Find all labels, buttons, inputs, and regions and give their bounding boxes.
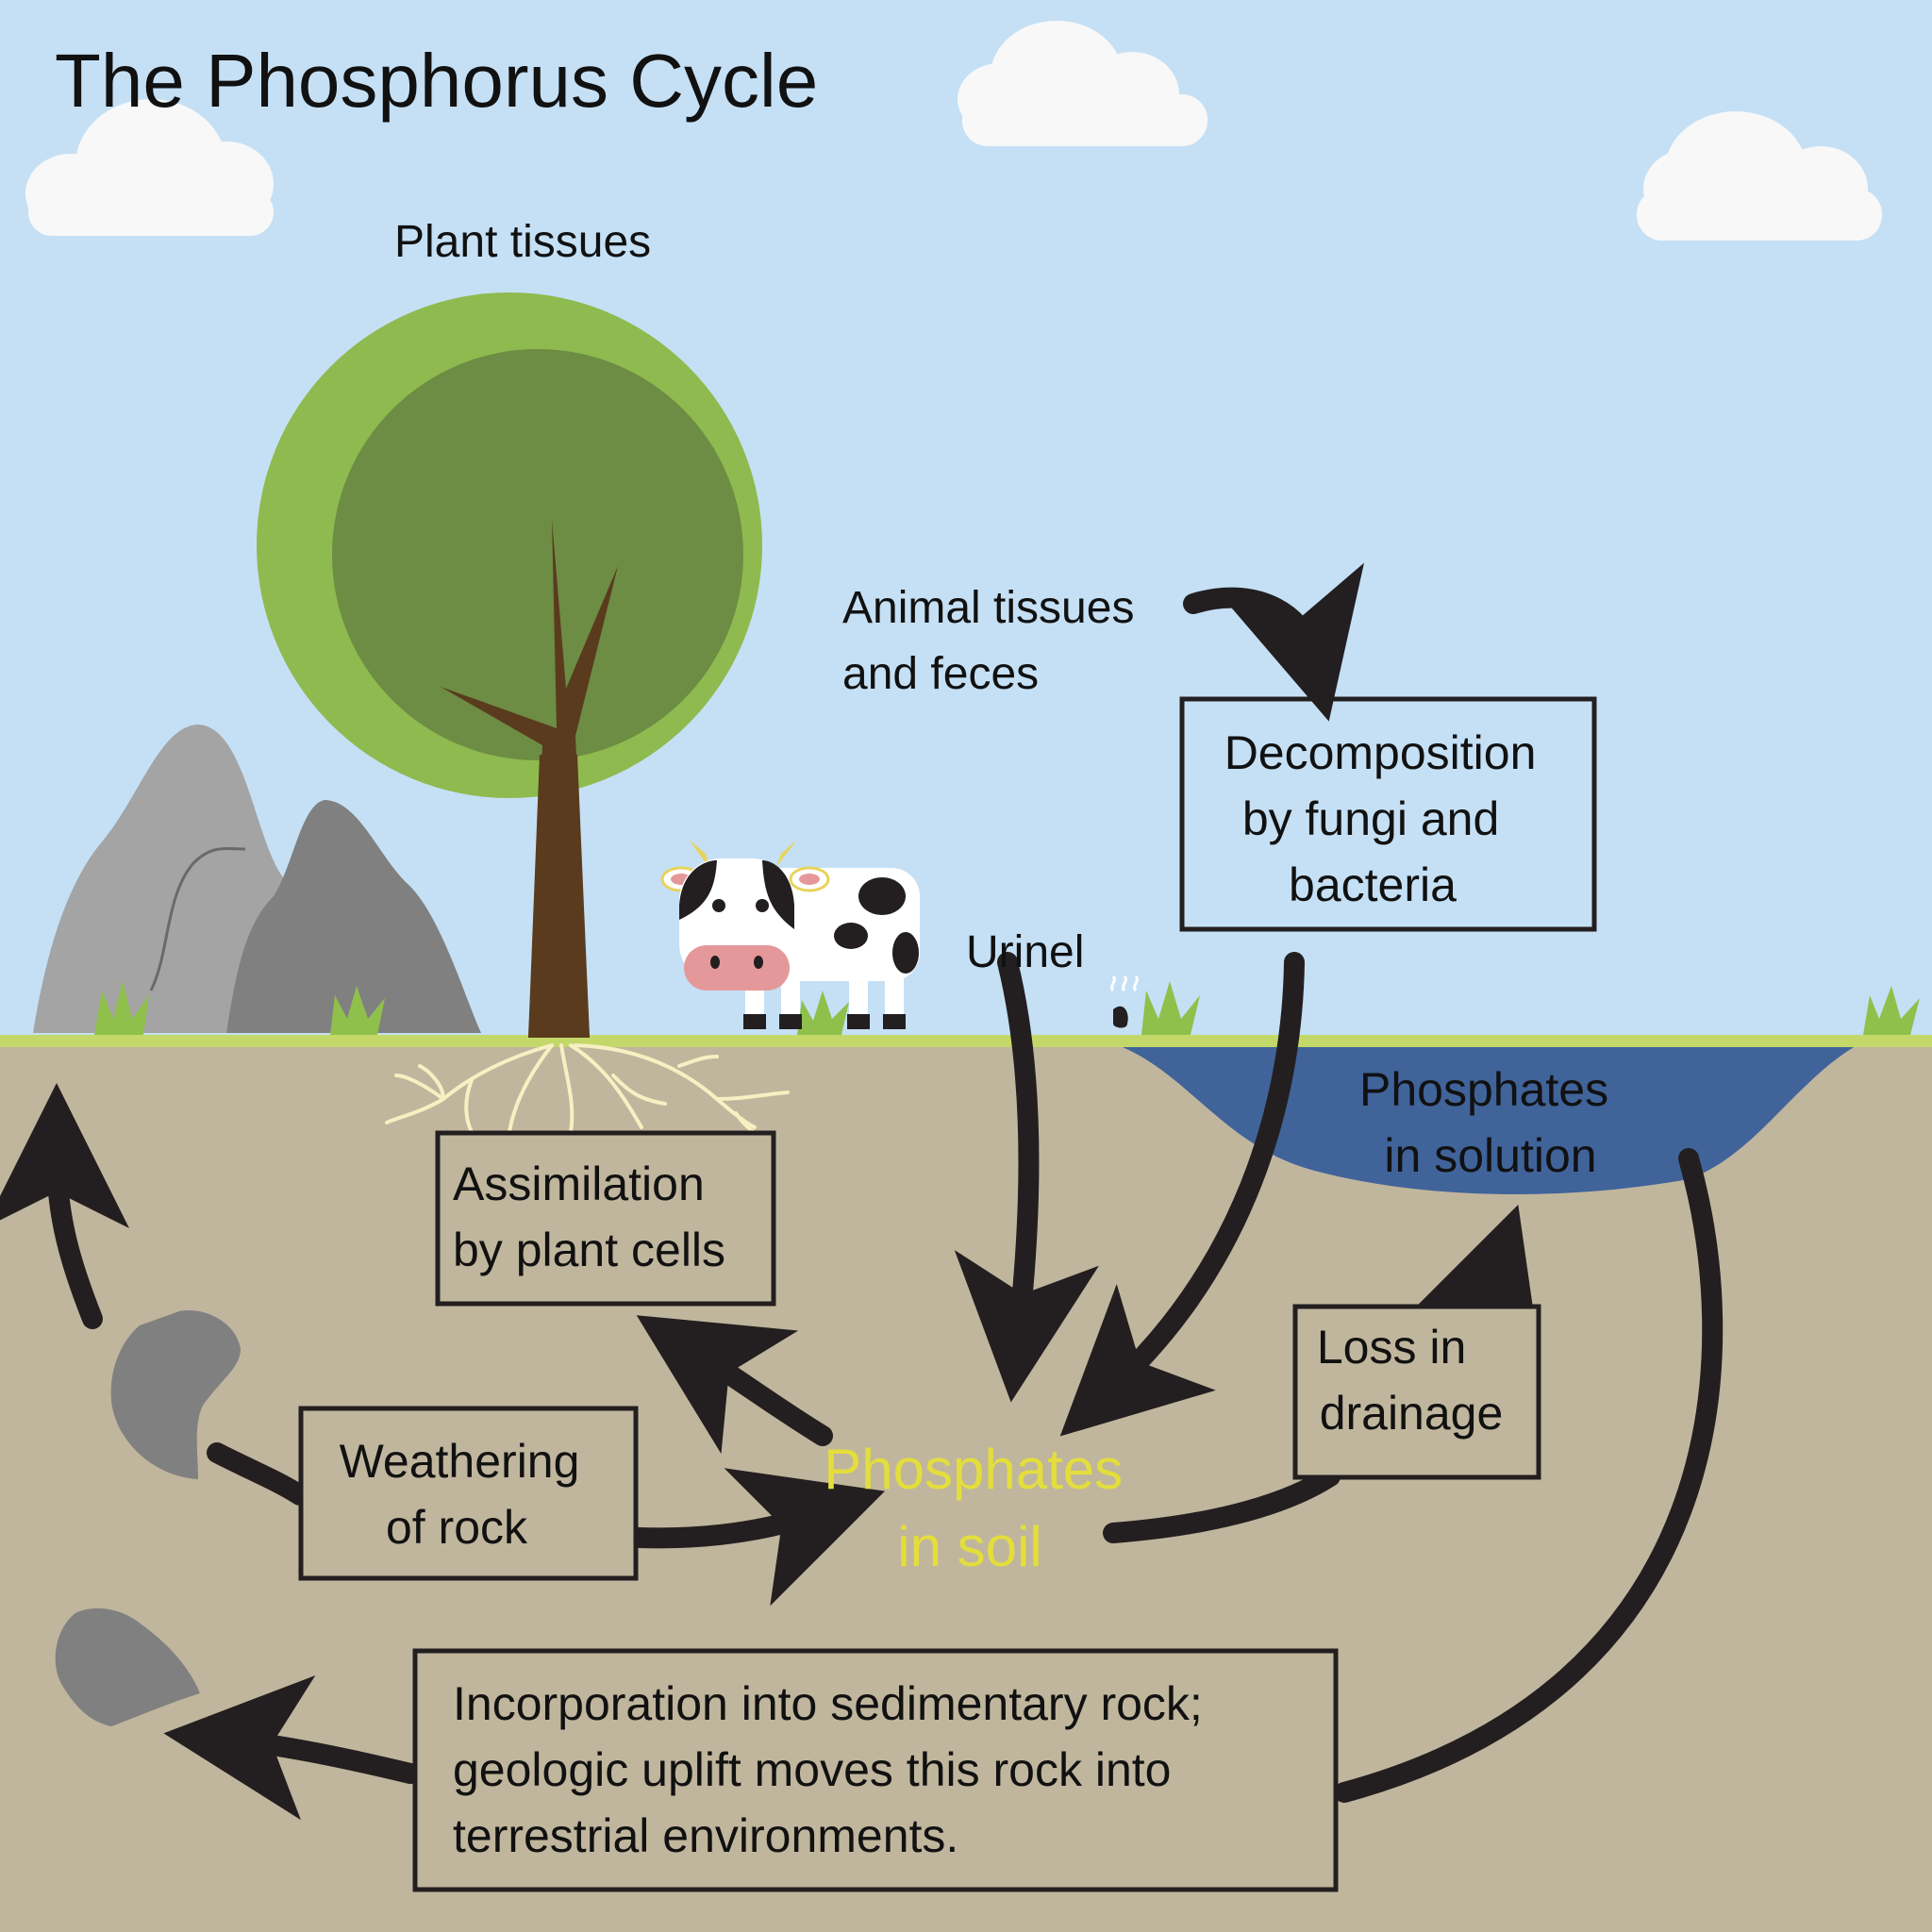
loss-text: Loss in drainage <box>1317 1321 1503 1440</box>
incorporation-box <box>412 1648 1339 1892</box>
cloud-right <box>1637 111 1882 241</box>
label-animal-feces: and feces <box>842 649 1039 699</box>
feces-illustration <box>1110 974 1139 1028</box>
label-urine: Urinel <box>966 927 1084 977</box>
tree-canopy-inner <box>332 349 743 760</box>
cow-illustration <box>660 840 920 1029</box>
rock-upper <box>110 1310 241 1479</box>
arrow-loss-to-solution-head <box>1403 1204 1541 1366</box>
tree-trunk-base <box>528 755 590 1038</box>
arrow-incorporation-to-rock <box>163 1675 421 1821</box>
arrow-soil-to-loss <box>1103 1466 1341 1543</box>
phosphates-solution-text: Phosphates in solution <box>1359 1063 1622 1182</box>
incorporation-text: Incorporation into sedimentary rock; geo… <box>453 1677 1216 1862</box>
loss-box <box>1292 1304 1541 1480</box>
grass-tuft <box>94 981 1920 1035</box>
diagram-title: The Phosphorus Cycle <box>55 39 818 123</box>
assimilation-box <box>435 1130 776 1307</box>
grass-strip <box>0 1035 1932 1047</box>
mountain-front <box>226 800 481 1033</box>
arrow-rock-uplift <box>0 1083 130 1329</box>
mountain-crack <box>149 846 246 991</box>
arrow-urine-to-soil <box>954 952 1099 1403</box>
cloud-middle <box>958 21 1208 146</box>
cloud-left <box>25 99 274 236</box>
weathering-box <box>298 1406 639 1581</box>
weathering-text: Weathering of rock <box>340 1435 593 1554</box>
cycle-arrows <box>0 562 1724 1821</box>
decomposition-text: Decomposition by fungi and bacteria <box>1224 726 1550 911</box>
mountain-back <box>33 724 311 1033</box>
water-pond <box>1123 1047 1854 1195</box>
phosphates-soil-text: Phosphates in soil <box>824 1438 1139 1578</box>
arrow-animal-to-decomposition <box>1183 562 1364 722</box>
arrow-solution-to-incorporation <box>1334 1148 1724 1803</box>
label-animal-tissues: Animal tissues <box>842 583 1134 633</box>
assimilation-text: Assimilation by plant cells <box>453 1158 725 1276</box>
arrow-weathering-to-soil <box>628 1468 886 1607</box>
label-plant-tissues: Plant tissues <box>394 217 651 267</box>
arrow-decomposition-to-soil <box>1059 952 1305 1437</box>
arrow-soil-to-assimilation <box>636 1315 833 1455</box>
decomposition-box <box>1179 696 1597 932</box>
arrow-rock-to-weathering <box>207 1442 310 1506</box>
